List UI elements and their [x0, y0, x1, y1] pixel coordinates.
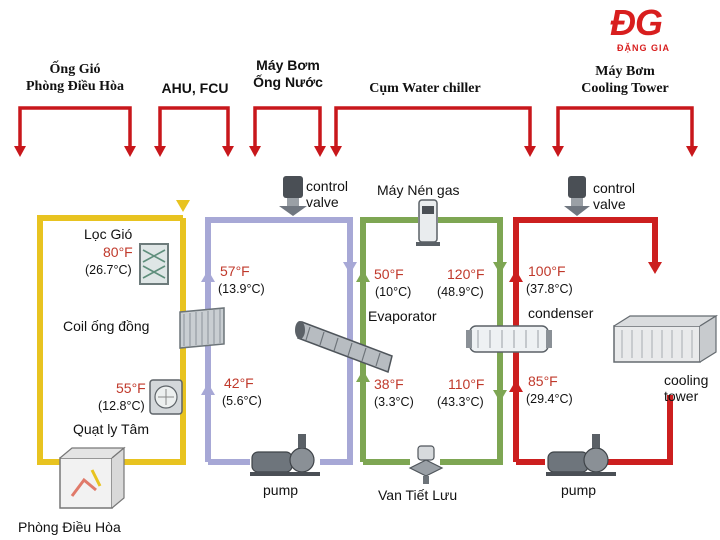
temp-42-c: (5.6°C) — [222, 394, 262, 408]
temp-85-c: (29.4°C) — [526, 392, 573, 406]
temp-80-f: 80°F — [103, 244, 133, 260]
label-phong: Phòng Điều Hòa — [18, 519, 121, 535]
temp-50-c: (10°C) — [375, 285, 412, 299]
pump-1-icon — [250, 434, 320, 476]
label-evaporator: Evaporator — [368, 308, 437, 324]
label-control-valve-2-line2: valve — [593, 196, 626, 212]
label-control-valve-1: control valve — [306, 178, 348, 210]
coil-icon — [179, 307, 225, 349]
expansion-valve-icon — [408, 445, 444, 484]
label-cooling-tower: cooling tower — [664, 372, 708, 404]
section-ong-gio: Ống Gió Phòng Điều Hòa — [10, 61, 140, 95]
control-valve-1-icon — [279, 176, 307, 216]
temp-57-f: 57°F — [220, 263, 250, 279]
temp-80-c: (26.7°C) — [85, 263, 132, 277]
pump-2-icon — [546, 434, 616, 476]
section-may-bom-cooling-line2: Cooling Tower — [581, 81, 669, 96]
temp-120-c: (48.9°C) — [437, 285, 484, 299]
chilled-water-arrows — [201, 262, 357, 395]
temp-42-f: 42°F — [224, 375, 254, 391]
temp-50-f: 50°F — [374, 266, 404, 282]
bracket-may-bom-nuoc — [253, 106, 322, 150]
section-may-bom-cooling: Máy Bơm Cooling Tower — [560, 63, 690, 97]
centrifugal-fan-icon — [149, 379, 183, 415]
evaporator-icon — [295, 321, 393, 373]
condenser-water-arrows — [509, 262, 662, 392]
section-ahu: AHU, FCU — [161, 80, 229, 96]
section-may-bom-nuoc-line1: Máy Bơm — [256, 57, 320, 73]
section-ong-gio-line1: Ống Gió — [49, 62, 101, 77]
label-may-nen: Máy Nén gas — [377, 182, 460, 198]
bracket-may-bom-cooling — [556, 106, 694, 150]
chilled-water-loop — [205, 217, 353, 465]
air-loop — [37, 215, 186, 465]
section-may-bom-cooling-line1: Máy Bơm — [595, 64, 655, 79]
label-pump-1: pump — [263, 482, 299, 498]
temp-85-f: 85°F — [528, 373, 558, 389]
bracket-ong-gio — [18, 106, 132, 150]
bracket-ahu — [158, 106, 230, 150]
temp-55-c: (12.8°C) — [98, 399, 145, 413]
label-control-valve-2: control valve — [593, 180, 635, 212]
label-cooling-tower-line1: cooling — [664, 372, 709, 388]
temp-38-f: 38°F — [374, 376, 404, 392]
refrigerant-arrows — [356, 262, 507, 402]
section-ong-gio-line2: Phòng Điều Hòa — [25, 79, 124, 94]
bracket-chiller — [334, 106, 532, 150]
section-brackets — [18, 106, 694, 150]
temp-100-f: 100°F — [528, 263, 566, 279]
air-loop-arrow — [176, 200, 190, 212]
room-icon — [59, 446, 126, 509]
temp-110-f: 110°F — [448, 376, 485, 392]
label-control-valve-2-line1: control — [593, 180, 636, 196]
control-valve-2-icon — [564, 176, 590, 216]
temp-110-c: (43.3°C) — [437, 395, 484, 409]
air-filter-icon — [139, 243, 169, 285]
cooling-tower-icon — [613, 314, 719, 363]
section-may-bom-nuoc-line2: Ống Nước — [253, 74, 323, 90]
temp-100-c: (37.8°C) — [526, 282, 573, 296]
label-cooling-tower-line2: tower — [664, 388, 699, 404]
temp-57-c: (13.9°C) — [218, 282, 265, 296]
label-loc-gio: Lọc Gió — [84, 226, 133, 242]
logo-mark: ĐG — [610, 2, 663, 43]
temp-38-c: (3.3°C) — [374, 395, 414, 409]
temp-120-f: 120°F — [447, 266, 485, 282]
bracket-arrowheads — [14, 146, 698, 157]
label-pump-2: pump — [561, 482, 597, 498]
label-van-tiet-luu: Van Tiết Lưu — [378, 487, 458, 503]
label-quat: Quạt ly Tâm — [73, 421, 149, 437]
section-may-bom-nuoc: Máy Bơm Ống Nước — [238, 57, 338, 91]
logo-text: ĐẶNG GIA — [617, 43, 670, 53]
compressor-icon — [416, 199, 440, 246]
label-coil: Coil ống đồng — [63, 318, 150, 334]
label-control-valve-1-line2: valve — [306, 194, 339, 210]
temp-55-f: 55°F — [116, 380, 146, 396]
condenser-icon — [466, 325, 552, 353]
label-control-valve-1-line1: control — [306, 178, 349, 194]
section-chiller: Cụm Water chiller — [369, 81, 481, 96]
label-condenser: condenser — [528, 305, 594, 321]
